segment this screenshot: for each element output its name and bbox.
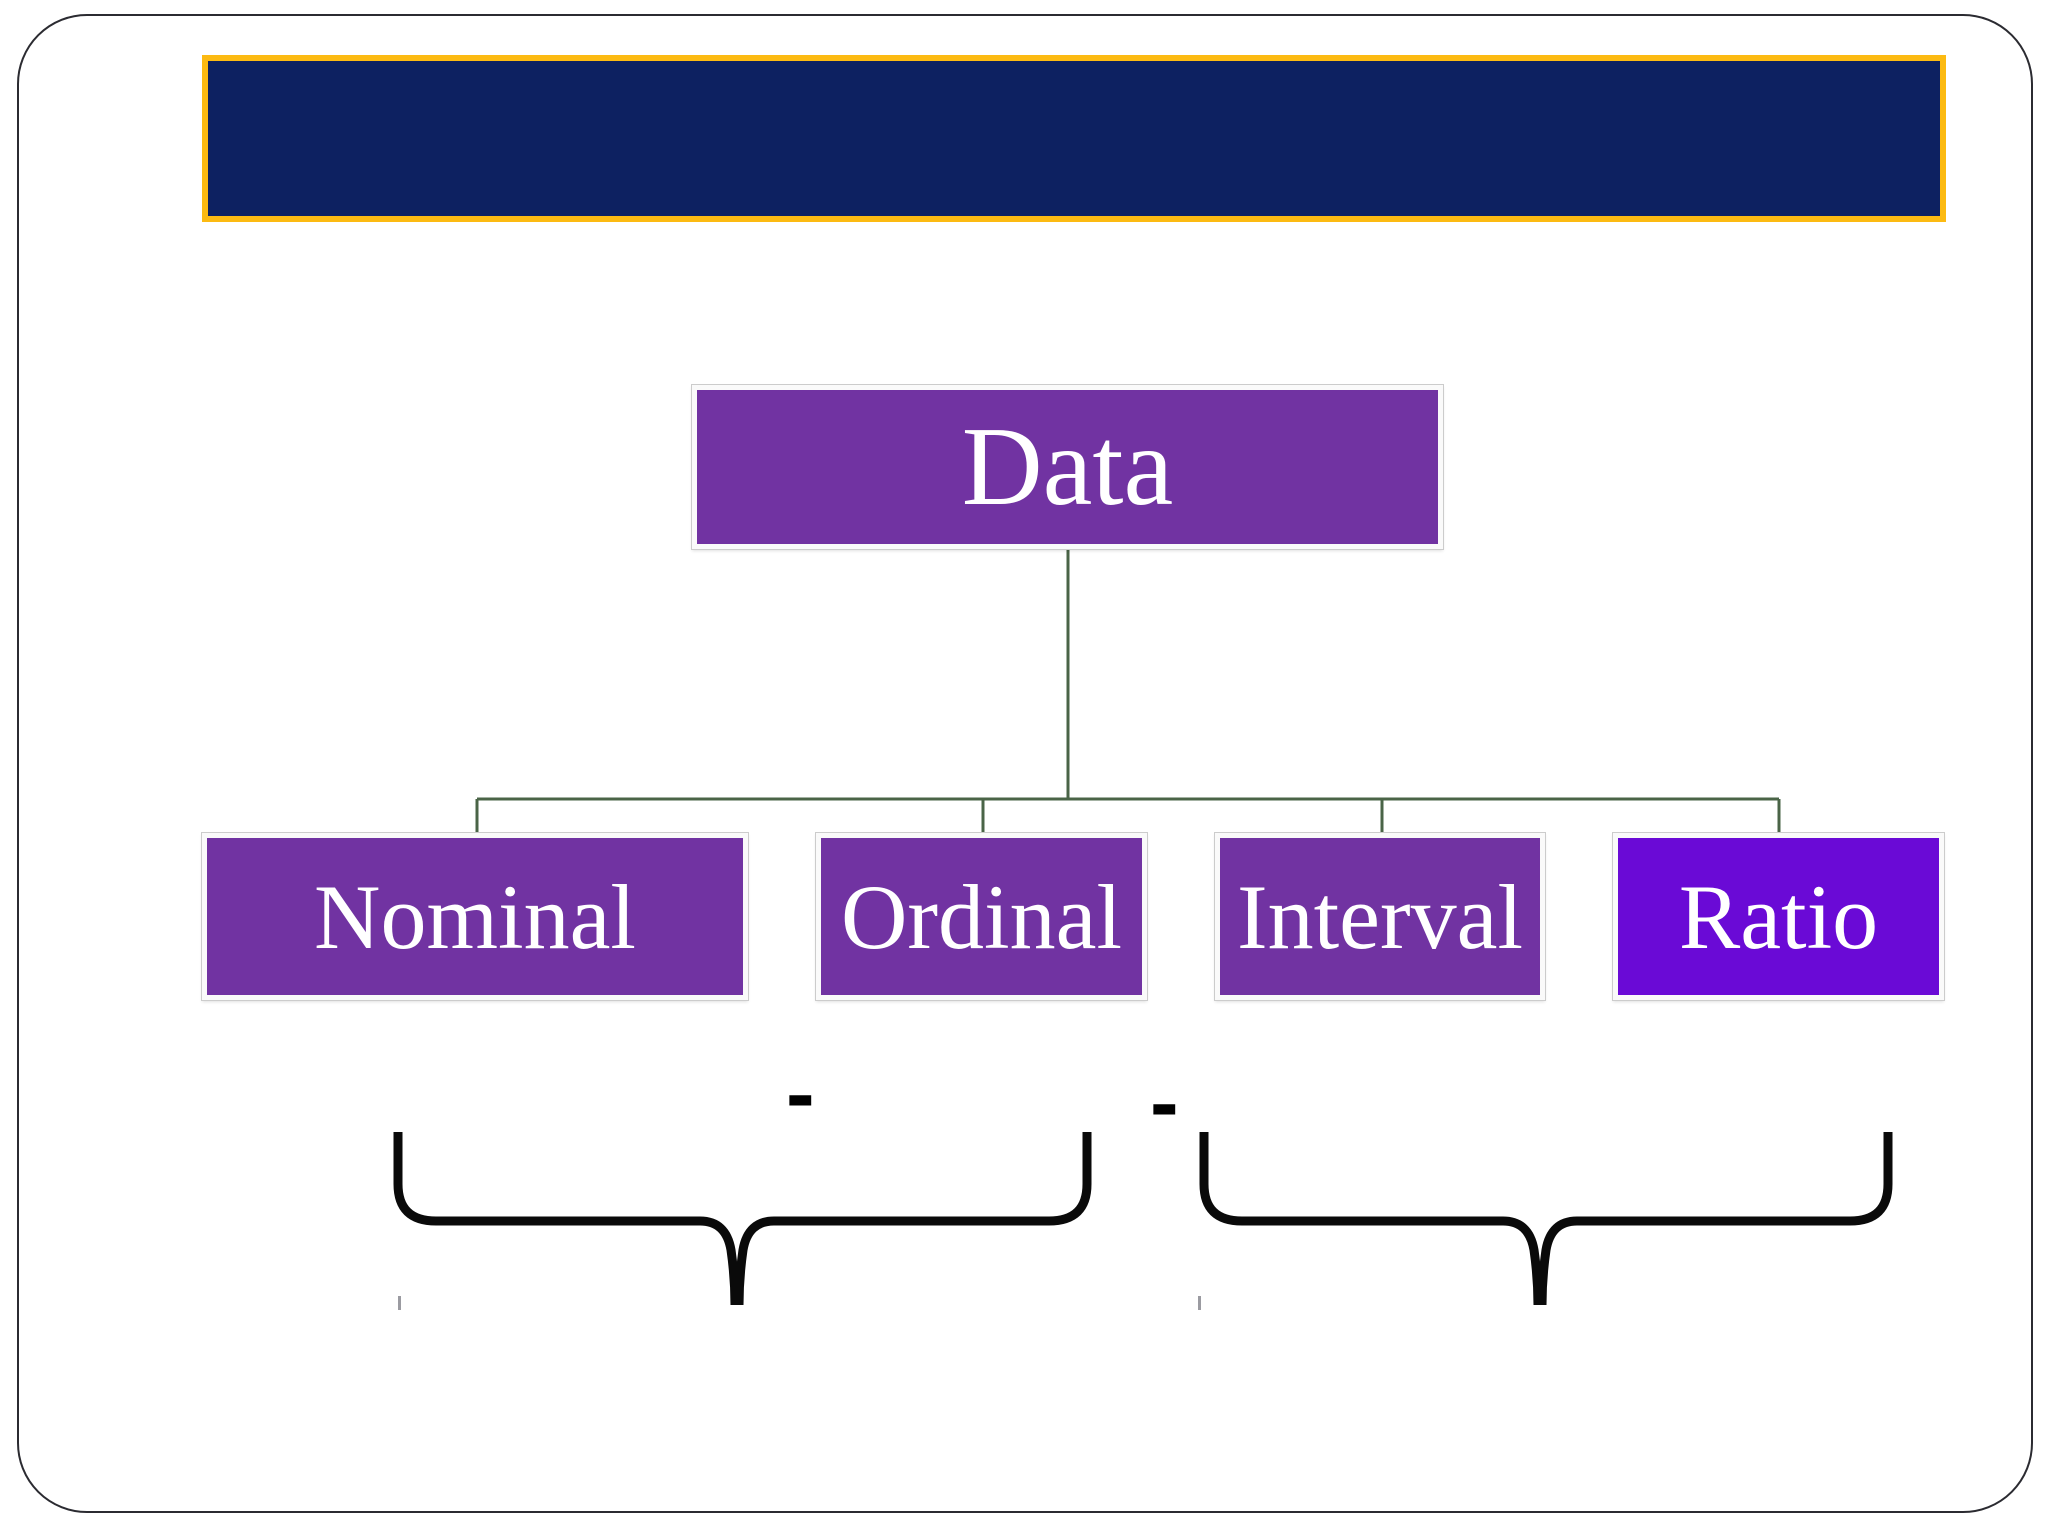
title-bar bbox=[202, 55, 1946, 222]
slide-frame bbox=[17, 14, 2033, 1513]
node-ordinal-label: Ordinal bbox=[840, 865, 1123, 968]
node-ratio: Ratio bbox=[1612, 832, 1945, 1001]
node-data-label: Data bbox=[961, 405, 1174, 529]
node-ratio-label: Ratio bbox=[1678, 865, 1879, 968]
node-interval: Interval bbox=[1214, 832, 1546, 1001]
right-caret-mark bbox=[1198, 1296, 1201, 1310]
left-caret-mark bbox=[398, 1296, 401, 1310]
node-ordinal: Ordinal bbox=[815, 832, 1148, 1001]
node-nominal: Nominal bbox=[201, 832, 749, 1001]
node-data: Data bbox=[691, 384, 1444, 550]
node-nominal-label: Nominal bbox=[314, 865, 636, 968]
node-interval-label: Interval bbox=[1236, 865, 1524, 968]
